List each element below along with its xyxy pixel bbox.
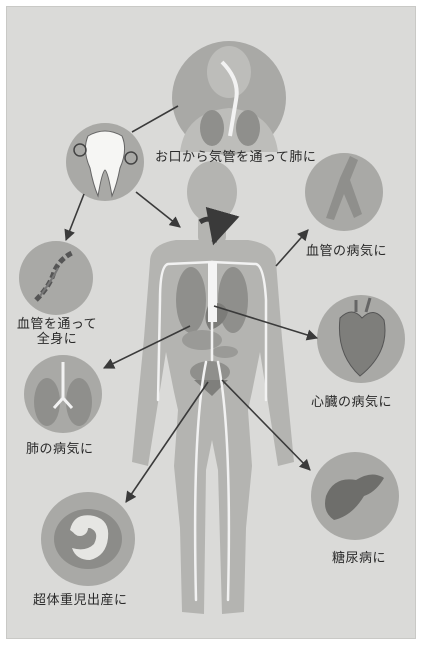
blood-vessel-circle xyxy=(305,153,383,231)
arrow-tooth-to-vessel xyxy=(66,194,84,240)
pancreas-circle xyxy=(311,452,399,540)
label-through-blood-vessels-line1: 血管を通って xyxy=(10,317,104,332)
vessel-detail-circle xyxy=(19,241,93,315)
tooth-circle xyxy=(66,123,144,201)
heart-circle xyxy=(317,295,405,383)
label-heart-disease: 心臓の病気に xyxy=(311,395,392,410)
label-mouth-to-lungs: お口から気管を通って肺に xyxy=(155,150,316,165)
intestines xyxy=(190,361,230,383)
arrow-body-to-blood-vessel xyxy=(276,230,308,266)
trachea-lungs-circle xyxy=(172,41,286,155)
trachea xyxy=(208,262,217,322)
lungs-circle xyxy=(24,355,102,433)
arrow-tooth-to-lungs-circle xyxy=(132,106,178,132)
liver xyxy=(182,330,222,350)
arrow-tooth-to-body xyxy=(136,192,180,227)
label-diabetes: 糖尿病に xyxy=(332,551,386,566)
label-lung-disease: 肺の病気に xyxy=(26,442,94,457)
fetus-circle xyxy=(41,492,135,586)
pancreas xyxy=(212,346,238,358)
label-through-blood-vessels-line2: 全身に xyxy=(10,332,104,347)
label-blood-vessel-disease: 血管の病気に xyxy=(306,244,387,259)
label-through-blood-vessels: 血管を通って 全身に xyxy=(10,317,104,347)
label-premature-birth: 超体重児出産に xyxy=(33,593,128,608)
